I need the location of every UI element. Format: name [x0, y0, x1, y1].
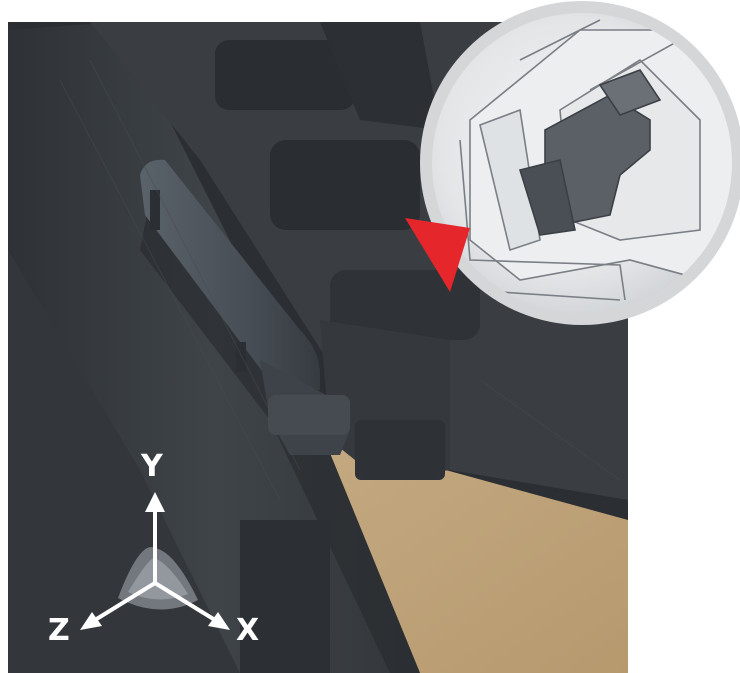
compartment [215, 40, 355, 110]
axis-y-label: Y [141, 449, 163, 484]
pointer-arrow-icon [405, 218, 470, 292]
x-axis-arrow-icon [208, 612, 230, 630]
y-axis-arrow-icon [145, 492, 165, 512]
x-axis-line [153, 581, 217, 622]
compartment [330, 270, 480, 340]
magnifier-inset [420, 1, 740, 325]
axis-z-label: Z [48, 613, 70, 648]
z-axis-arrow-icon [80, 612, 102, 630]
tray-clip [140, 159, 350, 455]
axis-x-label: X [236, 613, 260, 648]
compartment [270, 140, 420, 230]
axis-indicator [80, 492, 230, 630]
z-axis-line [93, 581, 157, 622]
